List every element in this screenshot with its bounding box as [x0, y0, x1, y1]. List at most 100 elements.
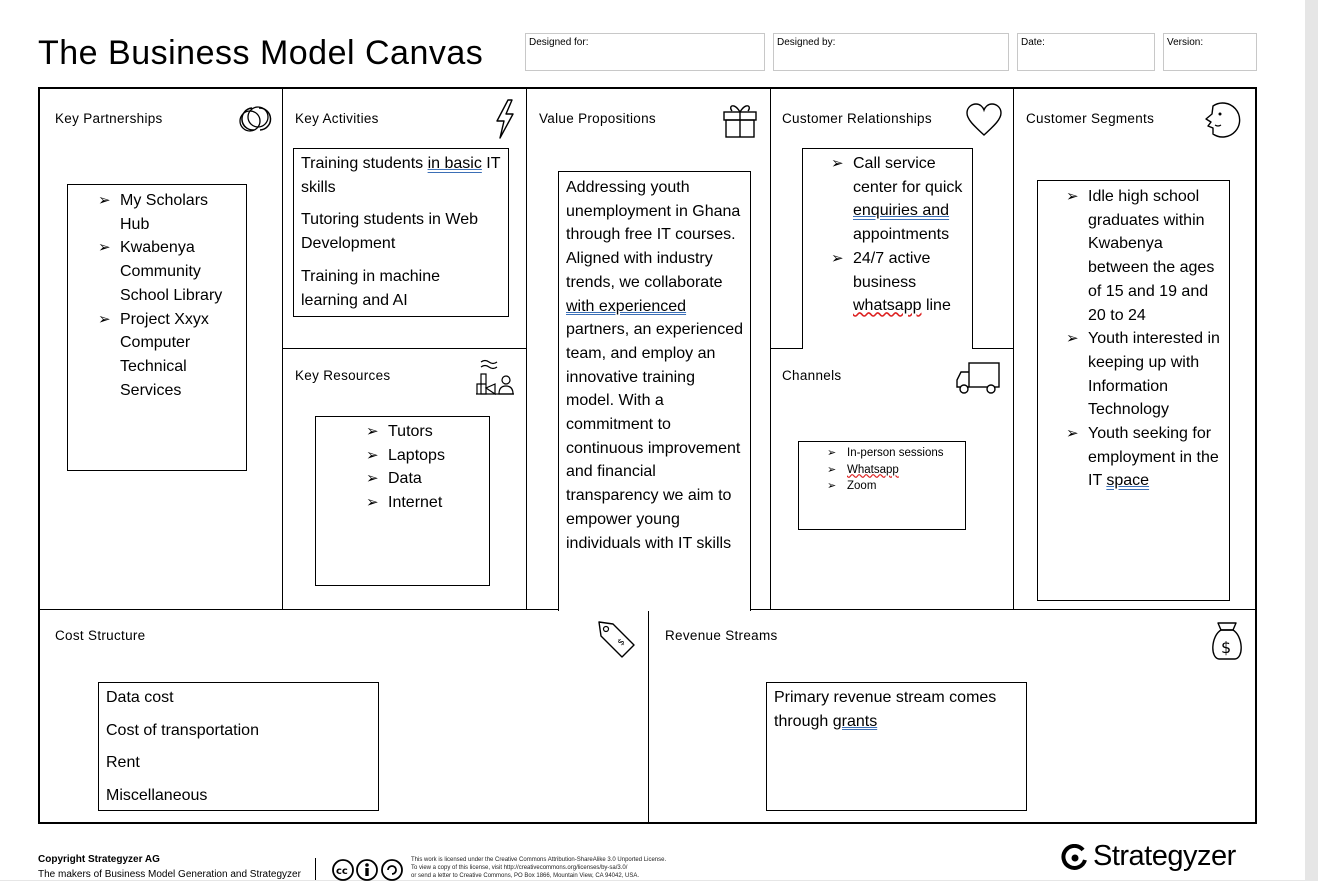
customer-relationships-list: Call service center for quick enquiries …	[831, 152, 966, 318]
list-item: Internet	[366, 491, 483, 515]
list-item: Data	[366, 467, 483, 491]
customer-relationships-title: Customer Relationships	[782, 111, 932, 126]
factory-person-icon	[476, 359, 514, 396]
divider	[648, 609, 649, 822]
svg-text:$: $	[616, 637, 627, 648]
gift-icon	[723, 105, 757, 138]
activity-text: IT skills	[301, 155, 501, 196]
list-item-text: Project Xxyx Computer Technical Services	[120, 310, 209, 399]
truck-icon	[956, 362, 1000, 394]
revenue-streams-title: Revenue Streams	[665, 628, 778, 643]
list-item: Whatsapp	[825, 462, 961, 479]
designed-for-field[interactable]: Designed for:	[525, 33, 765, 71]
list-item: 24/7 active business whatsapp line	[831, 247, 966, 318]
activity-item: Training in machine learning and AI	[301, 267, 441, 309]
version-label: Version:	[1167, 37, 1204, 48]
key-partnerships-box[interactable]: My Scholars Hub Kwabenya Community Schoo…	[67, 184, 247, 471]
value-propositions-box[interactable]: Addressing youth unemployment in Ghana t…	[558, 171, 751, 611]
cost-item: Rent	[106, 754, 140, 772]
key-partnerships-list: My Scholars Hub Kwabenya Community Schoo…	[98, 189, 238, 402]
divider	[1013, 89, 1014, 609]
svg-text:cc: cc	[336, 866, 348, 877]
svg-text:$: $	[1221, 638, 1231, 657]
key-activities-title: Key Activities	[295, 111, 379, 126]
customer-segments-list: Idle high school graduates within Kwaben…	[1066, 185, 1223, 493]
activity-text: Training students	[301, 155, 428, 172]
cost-item: Cost of transportation	[106, 721, 259, 739]
customer-relationships-box[interactable]: Call service center for quick enquiries …	[802, 148, 973, 349]
key-resources-box[interactable]: Tutors Laptops Data Internet	[315, 416, 490, 586]
customer-segments-box[interactable]: Idle high school graduates within Kwaben…	[1037, 180, 1230, 601]
revenue-text: grants	[832, 712, 878, 730]
designed-by-label: Designed by:	[777, 37, 836, 48]
key-partnerships-title: Key Partnerships	[55, 111, 163, 126]
value-text: partners, an experienced team, and emplo…	[566, 321, 743, 552]
list-item-text: appointments	[853, 226, 950, 244]
makers-text: The makers of Business Model Generation …	[38, 869, 301, 880]
license-text-1: This work is licensed under the Creative…	[411, 857, 667, 863]
footer-divider	[315, 858, 316, 880]
list-item-text: Youth seeking for employment in the IT	[1088, 425, 1219, 490]
list-item-text: line	[921, 297, 951, 315]
cost-item: Miscellaneous	[106, 787, 208, 805]
activity-item: Training students in basic IT skills	[301, 152, 501, 199]
customer-segments-title: Customer Segments	[1026, 111, 1155, 126]
divider	[770, 89, 771, 609]
channels-list: In-person sessions Whatsapp Zoom	[825, 445, 961, 495]
divider	[282, 348, 526, 349]
channels-title: Channels	[782, 368, 842, 383]
price-tag-icon: $	[598, 621, 635, 658]
list-item: In-person sessions	[825, 445, 961, 462]
creative-commons-icon: cc	[332, 859, 403, 881]
scrollbar-gutter[interactable]	[1305, 0, 1318, 880]
value-text: with experienced	[566, 297, 687, 315]
list-item-text: Call service center for quick	[853, 155, 963, 196]
strategyzer-brand[interactable]: Strategyzer	[1093, 840, 1236, 872]
money-bag-icon: $	[1212, 622, 1242, 660]
page-title: The Business Model Canvas	[38, 34, 484, 72]
list-item: My Scholars Hub	[98, 189, 238, 236]
list-item: Project Xxyx Computer Technical Services	[98, 308, 238, 403]
key-resources-list: Tutors Laptops Data Internet	[366, 420, 483, 515]
key-activities-box[interactable]: Training students in basic IT skills Tut…	[293, 148, 509, 317]
list-item: Laptops	[366, 444, 483, 468]
copyright-text: Copyright Strategyzer AG	[38, 854, 160, 865]
date-field[interactable]: Date:	[1017, 33, 1155, 71]
list-item: Call service center for quick enquiries …	[831, 152, 966, 247]
cost-item: Data cost	[106, 689, 174, 706]
cost-structure-title: Cost Structure	[55, 628, 146, 643]
list-item: Idle high school graduates within Kwaben…	[1066, 185, 1223, 327]
list-item: Tutors	[366, 420, 483, 444]
activity-item: Tutoring students in Web Development	[301, 211, 478, 253]
revenue-text: Primary revenue stream comes through	[774, 689, 997, 730]
strategyzer-logo-icon	[1061, 844, 1087, 870]
divider	[282, 89, 283, 609]
face-icon	[1205, 102, 1241, 138]
lightning-icon	[496, 99, 514, 139]
value-propositions-title: Value Propositions	[539, 111, 656, 126]
list-item-text: 24/7 active business	[853, 249, 931, 291]
key-resources-title: Key Resources	[295, 368, 391, 383]
list-item: Kwabenya Community School Library	[98, 236, 238, 307]
link-icon	[239, 106, 272, 132]
list-item-text: space	[1106, 472, 1150, 490]
list-item: Youth seeking for employment in the IT s…	[1066, 422, 1223, 493]
list-item: Zoom	[825, 478, 961, 495]
cost-structure-box[interactable]: Data cost Cost of transportation Rent Mi…	[98, 682, 379, 811]
date-label: Date:	[1021, 37, 1045, 48]
divider	[526, 89, 527, 609]
heart-icon	[966, 103, 1002, 136]
list-item-text: enquiries and	[853, 202, 950, 220]
version-field[interactable]: Version:	[1163, 33, 1257, 71]
list-item: Youth interested in keeping up with Info…	[1066, 327, 1223, 422]
license-text-2[interactable]: To view a copy of this license, visit ht…	[411, 865, 628, 871]
value-text: Addressing youth unemployment in Ghana t…	[566, 179, 741, 291]
revenue-streams-box[interactable]: Primary revenue stream comes through gra…	[766, 682, 1027, 811]
activity-text: in basic	[427, 155, 482, 172]
designed-by-field[interactable]: Designed by:	[773, 33, 1009, 71]
list-item-text: whatsapp	[853, 297, 922, 315]
channels-box[interactable]: In-person sessions Whatsapp Zoom	[798, 441, 966, 530]
license-text-3: or send a letter to Creative Commons, PO…	[411, 873, 640, 879]
designed-for-label: Designed for:	[529, 37, 589, 48]
